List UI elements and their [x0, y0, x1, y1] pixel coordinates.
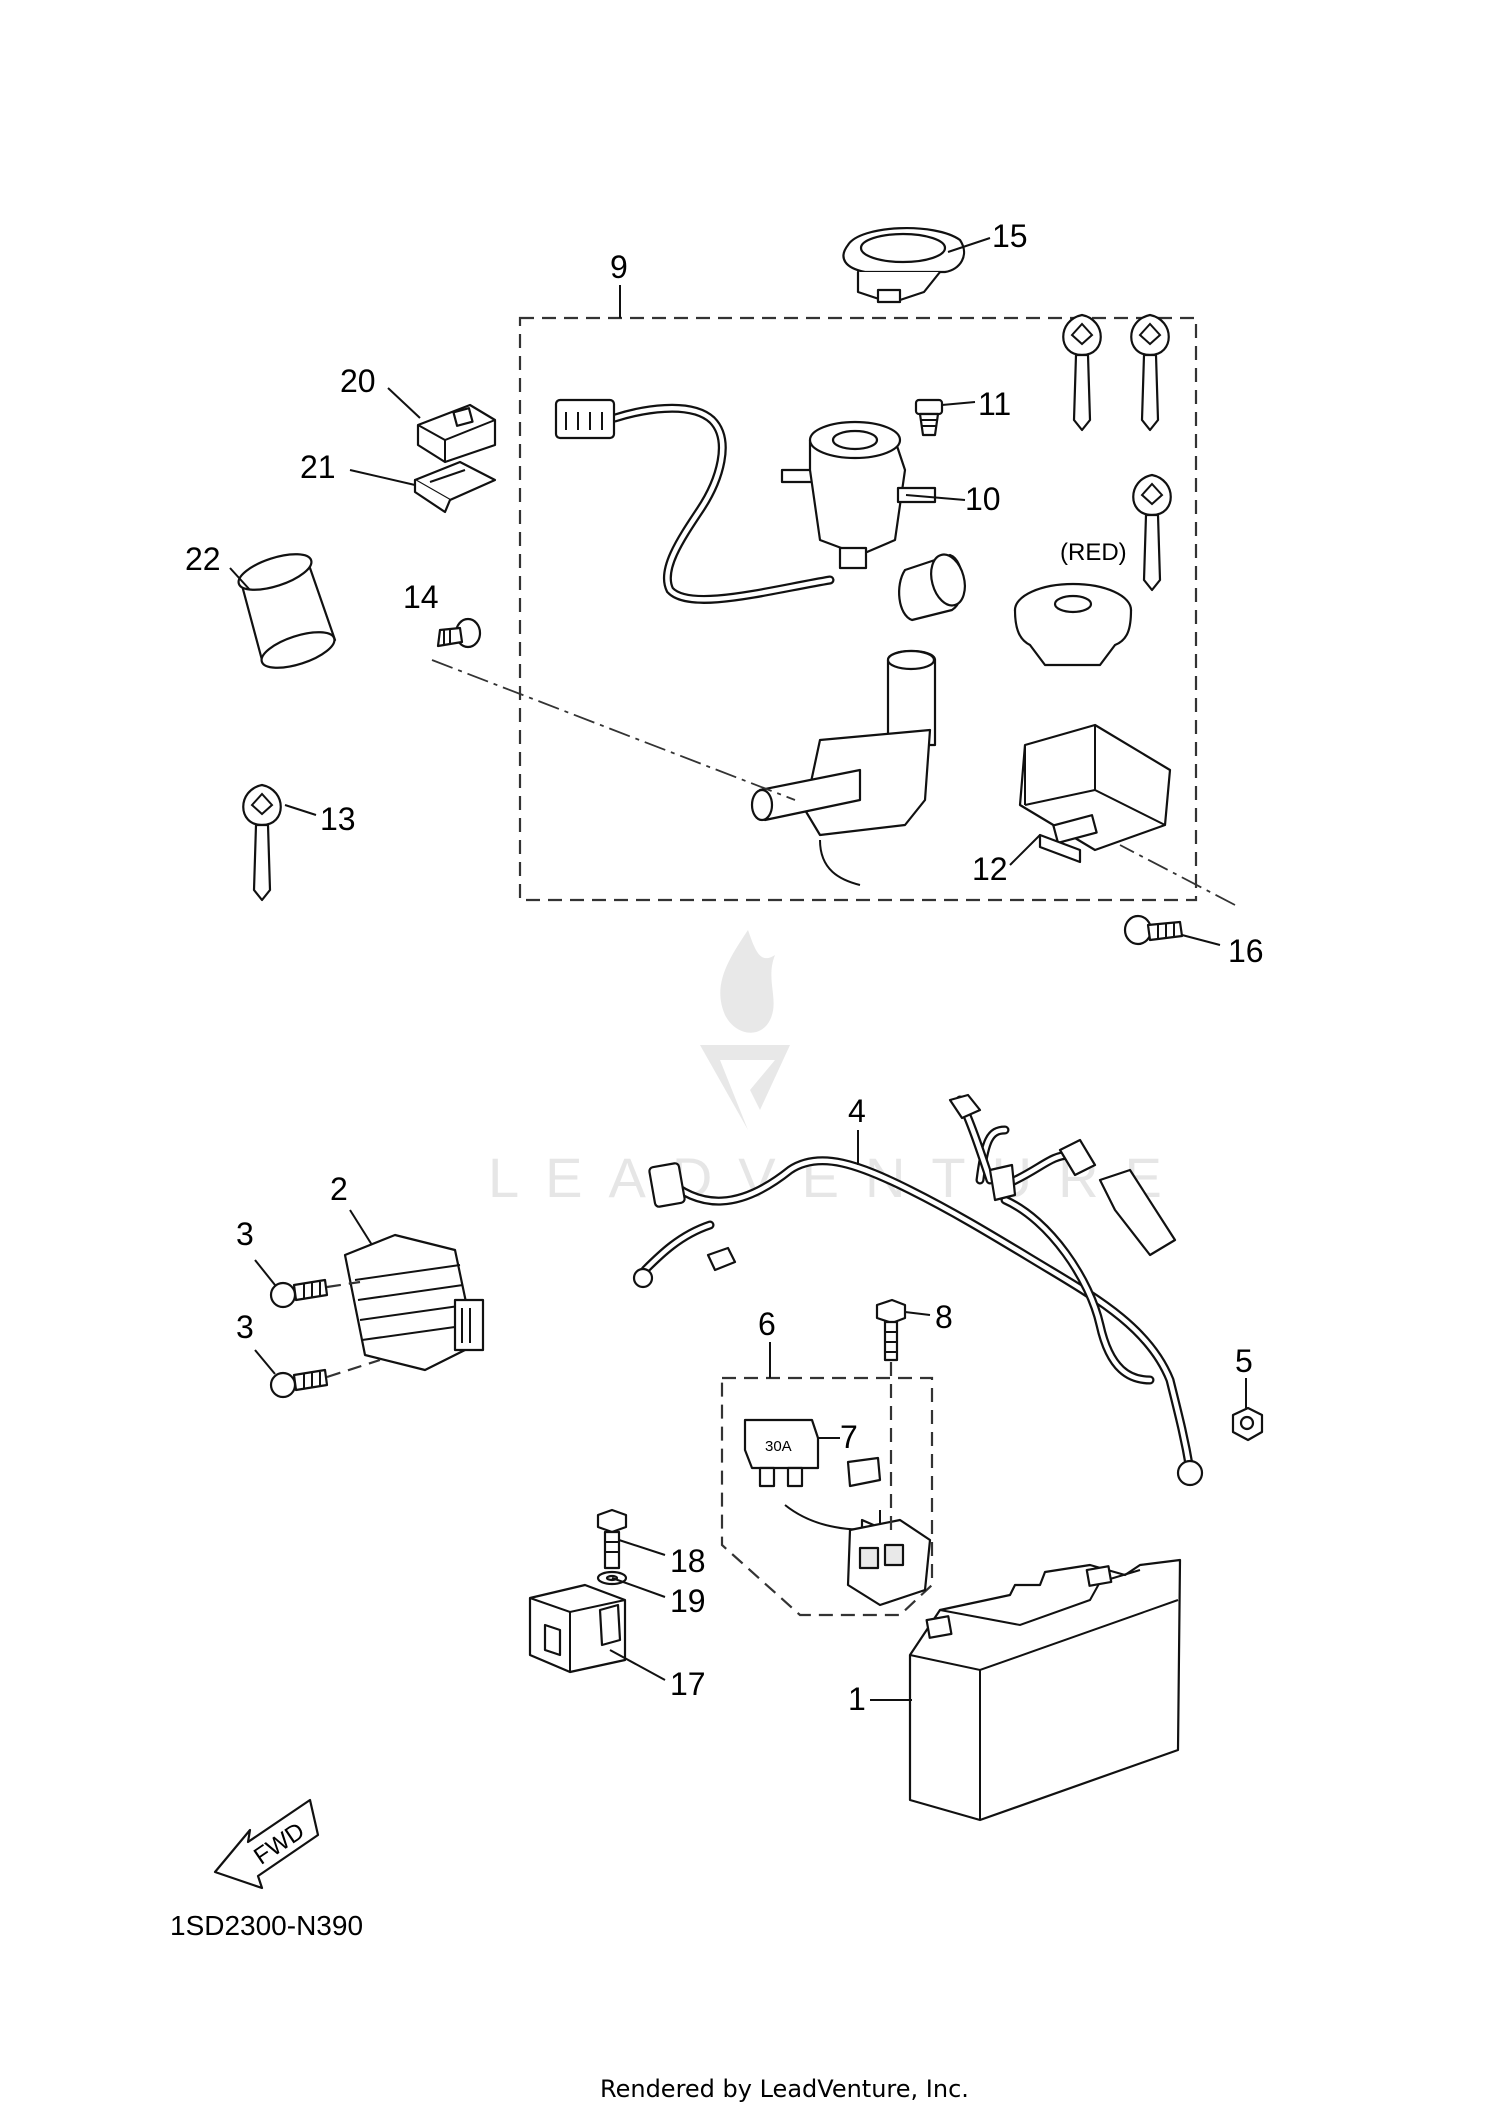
callout-13: 13: [320, 801, 356, 837]
part-7-fuse: 30A: [743, 1418, 882, 1488]
group-9-boundary: [518, 316, 1198, 902]
chain-3a: [326, 1280, 361, 1289]
callout-21: 21: [300, 449, 336, 485]
seat-lock-icon: [1013, 582, 1133, 667]
diagram-code: 1SD2300-N390: [170, 1910, 363, 1941]
chain-3b: [326, 1358, 381, 1379]
callouts: 1 2 3 3 4 5 6 7 8 9 10 11 12 13 14 15 16…: [185, 218, 1264, 1717]
leader-3b: [254, 1349, 276, 1375]
leader-12: [1009, 834, 1041, 866]
callout-7: 7: [840, 1419, 858, 1455]
chain-line-14: [431, 659, 796, 801]
callout-17: 17: [670, 1666, 706, 1702]
part-2-regulator: [343, 1233, 485, 1372]
insert-arrow: [784, 1504, 871, 1531]
fuse-rating-label: 30A: [765, 1438, 792, 1455]
leader-18: [618, 1539, 666, 1556]
part-3-bolt-upper: [269, 1278, 329, 1309]
callout-2: 2: [330, 1171, 348, 1207]
part-16-bolt: [1123, 914, 1184, 946]
leader-20: [387, 387, 421, 419]
lock-insert-icon: [898, 553, 966, 622]
part-13-key: [242, 783, 282, 902]
part-14-bolt: [436, 617, 482, 649]
leader-8: [904, 1311, 931, 1316]
leader-13: [284, 804, 317, 816]
part-8-bolt: [875, 1298, 907, 1362]
callout-10: 10: [965, 481, 1001, 517]
callout-19: 19: [670, 1583, 706, 1619]
callout-8: 8: [935, 1299, 953, 1335]
leader-10: [905, 494, 966, 501]
callout-18: 18: [670, 1543, 706, 1579]
callout-3a: 3: [236, 1216, 254, 1252]
leader-19: [611, 1577, 666, 1598]
part-21-holder: [413, 460, 497, 514]
callout-20: 20: [340, 363, 376, 399]
part-5-nut: [1231, 1406, 1264, 1442]
chain-line-16: [1119, 844, 1236, 906]
part-12-unit: [1018, 723, 1172, 864]
part-3-bolt-lower: [269, 1368, 329, 1399]
part-10-lock-body: [554, 398, 937, 604]
part-22-tube: [237, 553, 337, 669]
part-18-bolt: [596, 1508, 628, 1570]
leader-3a: [254, 1259, 276, 1286]
key-color-note: (RED): [1060, 539, 1127, 566]
leader-17: [609, 1649, 666, 1681]
key-set-icon: [1062, 313, 1172, 592]
fuse-box: [846, 1510, 932, 1607]
part-17-relay: [528, 1583, 627, 1674]
leader-2: [349, 1209, 373, 1246]
fwd-direction-icon: FWD: [213, 1798, 320, 1890]
leader-22: [229, 567, 251, 591]
watermark-logo: [700, 930, 790, 1130]
callout-15: 15: [992, 218, 1028, 254]
part-20-clamp: [416, 403, 497, 464]
part-11-screw: [914, 398, 944, 437]
callout-22: 22: [185, 541, 221, 577]
leader-16: [1181, 934, 1221, 946]
callout-9: 9: [610, 249, 628, 285]
callout-14: 14: [403, 579, 439, 615]
part-4-wire-harness: [632, 1093, 1204, 1487]
callout-16: 16: [1228, 933, 1264, 969]
callout-6: 6: [758, 1306, 776, 1342]
leader-21: [349, 469, 416, 486]
render-credit: Rendered by LeadVenture, Inc.: [600, 2075, 969, 2103]
callout-11: 11: [978, 386, 1011, 422]
callout-3b: 3: [236, 1309, 254, 1345]
callout-5: 5: [1235, 1343, 1253, 1379]
leader-15: [947, 237, 991, 253]
steering-lock-icon: [750, 649, 937, 886]
group-6-boundary: [720, 1376, 934, 1617]
part-15-cap: [842, 227, 966, 304]
leader-11: [941, 401, 976, 406]
part-1-battery: [908, 1558, 1182, 1822]
callout-4: 4: [848, 1093, 866, 1129]
callout-12: 12: [972, 851, 1008, 887]
callout-1: 1: [848, 1681, 866, 1717]
